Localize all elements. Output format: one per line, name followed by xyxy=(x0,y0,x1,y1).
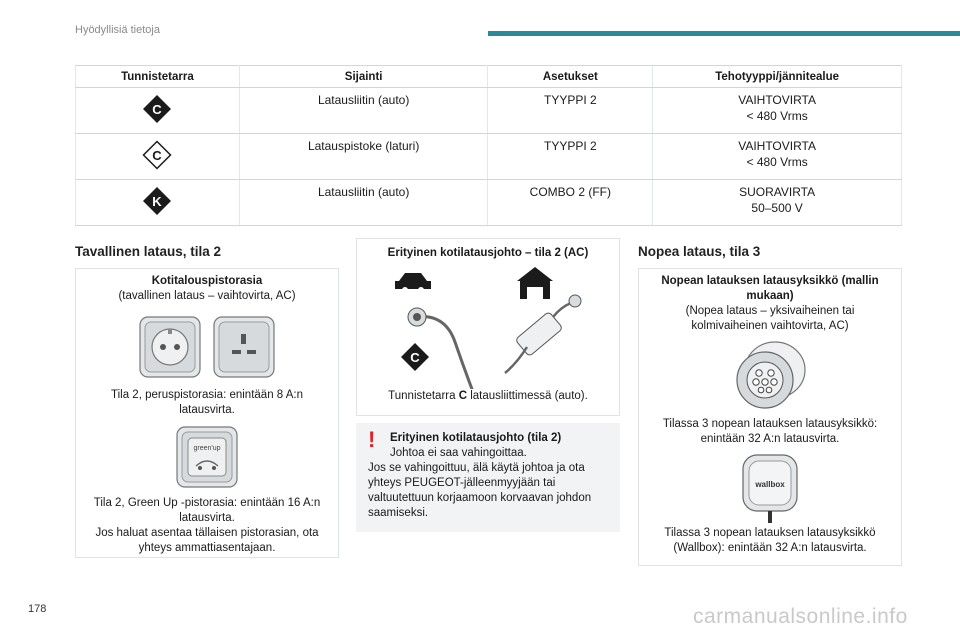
page-number: 178 xyxy=(28,603,47,615)
connector-table: Tunnistetarra Sijainti Asetukset Tehotyy… xyxy=(75,65,902,226)
box-heading: Nopean latauksen latausyksikkö (mallin m… xyxy=(661,275,879,302)
svg-text:K: K xyxy=(153,194,163,209)
location-cell: Latauspistoke (laturi) xyxy=(239,133,489,180)
location-cell: Latausliitin (auto) xyxy=(239,179,489,226)
power-range: 50–500 V xyxy=(751,201,803,215)
column-header: Tehotyyppi/jännitealue xyxy=(652,65,902,88)
box-subheading: (Nopea lataus – yksivaiheinen tai kolmiv… xyxy=(685,305,855,332)
svg-text:C: C xyxy=(153,102,163,117)
power-type: SUORAVIRTA xyxy=(739,185,816,199)
svg-text:C: C xyxy=(153,148,163,163)
table-header-row: Tunnistetarra Sijainti Asetukset Tehotyy… xyxy=(75,65,902,88)
table-row: C Latausliitin (auto) TYYPPI 2 VAIHTOVIR… xyxy=(75,87,902,134)
section-title-mode3: Nopea lataus, tila 3 xyxy=(638,244,761,259)
setting-cell: COMBO 2 (FF) xyxy=(487,179,654,226)
home-cable-illustration: C xyxy=(395,267,582,389)
running-header: Hyödyllisiä tietoja xyxy=(75,24,160,36)
wallbox-caption: Tilassa 3 nopean latauksen latausyksikkö… xyxy=(664,527,876,554)
setting-cell: TYYPPI 2 xyxy=(487,87,654,134)
tag-c-filled-icon: C xyxy=(143,94,172,123)
box-heading: Kotitalouspistorasia xyxy=(151,275,263,287)
schuko-socket-icon xyxy=(139,316,201,378)
power-range: < 480 Vrms xyxy=(746,109,808,123)
svg-text:C: C xyxy=(410,350,420,365)
svg-text:green'up: green'up xyxy=(193,445,220,452)
charge-point-caption: Tilassa 3 nopean latauksen latausyksikkö… xyxy=(662,418,878,445)
box-subheading: (tavallinen lataus – vaihtovirta, AC) xyxy=(118,290,296,302)
type2-socket-icon xyxy=(736,341,806,409)
box-heading: Erityinen kotilatausjohto – tila 2 (AC) xyxy=(387,247,589,259)
household-socket-box: Kotitalouspistorasia (tavallinen lataus … xyxy=(75,268,339,558)
tag-k-filled-icon: K xyxy=(143,186,172,215)
charge-point-image xyxy=(639,340,901,414)
car-icon xyxy=(395,273,431,293)
install-note: Jos haluat asentaa tällaisen pistorasian… xyxy=(95,527,319,554)
wallbox-icon: wallbox xyxy=(742,454,798,523)
table-row: C Latauspistoke (laturi) TYYPPI 2 VAIHTO… xyxy=(75,133,902,180)
section-title-mode2: Tavallinen lataus, tila 2 xyxy=(75,244,222,259)
warning-body: Jos se vahingoittuu, älä käytä johtoa ja… xyxy=(368,462,592,519)
power-cell: SUORAVIRTA 50–500 V xyxy=(652,179,902,226)
watermark: carmanualsonline.info xyxy=(693,605,908,628)
uk-socket-icon xyxy=(213,316,275,378)
power-range: < 480 Vrms xyxy=(746,155,808,169)
tag-c-outline-icon: C xyxy=(142,139,172,170)
column-header: Asetukset xyxy=(487,65,654,88)
tag-c-icon: C xyxy=(401,343,429,371)
warning-icon: ! xyxy=(368,427,376,452)
power-cell: VAIHTOVIRTA < 480 Vrms xyxy=(652,87,902,134)
fast-charge-box: Nopean latauksen latausyksikkö (mallin m… xyxy=(638,268,902,566)
greenup-image: green'up xyxy=(76,426,338,488)
greenup-caption: Tila 2, Green Up -pistorasia: enintään 1… xyxy=(93,497,321,524)
table-row: K Latausliitin (auto) COMBO 2 (FF) SUORA… xyxy=(75,179,902,226)
warning-box: ! Erityinen kotilatausjohto (tila 2) Joh… xyxy=(356,423,620,532)
power-type: VAIHTOVIRTA xyxy=(738,139,816,153)
socket-caption: Tila 2, peruspistorasia: enintään 8 A:n … xyxy=(111,389,303,416)
column-header: Tunnistetarra xyxy=(75,65,240,88)
tag-cell: C xyxy=(75,133,240,180)
column-header: Sijainti xyxy=(239,65,489,88)
tag-cell: K xyxy=(75,179,240,226)
power-type: VAIHTOVIRTA xyxy=(738,93,816,107)
power-cell: VAIHTOVIRTA < 480 Vrms xyxy=(652,133,902,180)
warning-line: Johtoa ei saa vahingoittaa. xyxy=(390,447,527,459)
wallbox-image: wallbox xyxy=(639,453,901,523)
cable-caption: Tunnistetarra C latausliittimessä (auto)… xyxy=(388,390,588,402)
home-cable-box: Erityinen kotilatausjohto – tila 2 (AC) … xyxy=(356,238,620,416)
header-accent-bar xyxy=(488,31,960,36)
socket-images xyxy=(76,316,338,378)
warning-title: Erityinen kotilatausjohto (tila 2) xyxy=(390,432,562,444)
tag-cell: C xyxy=(75,87,240,134)
setting-cell: TYYPPI 2 xyxy=(487,133,654,180)
svg-text:wallbox: wallbox xyxy=(754,480,785,489)
greenup-socket-icon: green'up xyxy=(176,426,238,488)
house-icon xyxy=(517,267,553,299)
location-cell: Latausliitin (auto) xyxy=(239,87,489,134)
